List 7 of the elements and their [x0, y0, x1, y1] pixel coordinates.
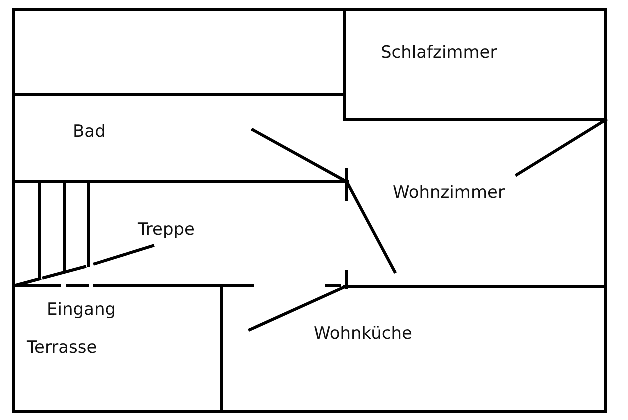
room-label: Wohnküche: [314, 326, 412, 343]
room-label: Terrasse: [27, 340, 98, 357]
room-label: Schlafzimmer: [381, 45, 498, 62]
room-label: Eingang: [47, 302, 116, 319]
room-label: Wohnzimmer: [393, 185, 505, 202]
room-label: Bad: [73, 124, 106, 141]
room-label: Treppe: [138, 222, 196, 239]
